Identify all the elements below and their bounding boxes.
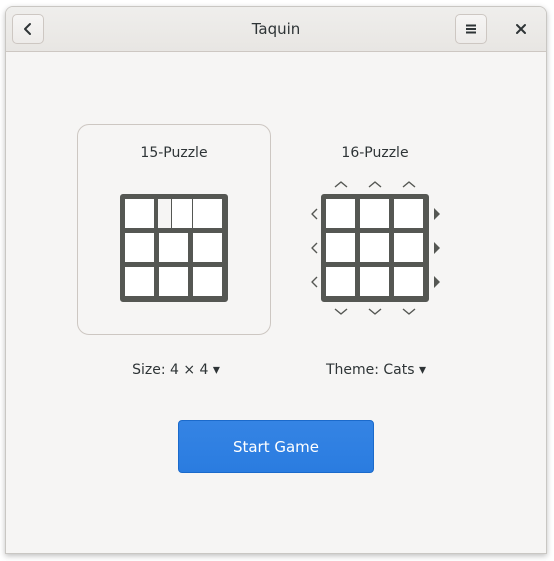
hamburger-menu-icon [466, 24, 476, 34]
shift-right-arrow-icon [434, 242, 440, 254]
puzzle-tile [393, 198, 424, 229]
start-game-button[interactable]: Start Game [178, 420, 374, 473]
puzzle-tile [359, 266, 390, 297]
shift-down-arrow-icon [402, 308, 416, 315]
puzzle-tile [124, 198, 155, 229]
puzzle-tile [192, 266, 223, 297]
puzzle-tile [325, 232, 356, 263]
puzzle-tile [124, 266, 155, 297]
main-menu-button[interactable] [455, 14, 487, 44]
puzzle-label-15: 15-Puzzle [140, 145, 208, 161]
puzzle-tile [124, 232, 155, 263]
shift-up-arrow-icon [368, 181, 382, 188]
puzzle-tile [158, 232, 189, 263]
shift-right-arrow-icon [434, 276, 440, 288]
headerbar: Taquin [6, 7, 546, 52]
puzzle-tile [325, 266, 356, 297]
shift-left-arrow-icon [311, 208, 318, 220]
shift-left-arrow-icon [311, 242, 318, 254]
chevron-left-icon [24, 23, 31, 35]
puzzle-label-16: 16-Puzzle [341, 145, 409, 161]
puzzle-preview-15 [120, 194, 228, 302]
puzzle-tile [359, 198, 390, 229]
shift-up-arrow-icon [402, 181, 416, 188]
back-button[interactable] [12, 14, 44, 44]
app-window: Taquin 15-Puzzle 16-Puzzle [5, 6, 547, 554]
puzzle-preview-16 [321, 194, 429, 302]
shift-up-arrow-icon [334, 181, 348, 188]
puzzle-tile [158, 266, 189, 297]
close-icon [516, 24, 526, 34]
puzzle-tile [359, 232, 390, 263]
window-title: Taquin [251, 20, 301, 38]
puzzle-tile [393, 266, 424, 297]
theme-dropdown[interactable]: Theme: Cats ▾ [325, 362, 427, 378]
puzzle-tile [325, 198, 356, 229]
shift-arrows [311, 181, 440, 315]
shift-down-arrow-icon [334, 308, 348, 315]
size-dropdown[interactable]: Size: 4 × 4 ▾ [132, 362, 220, 378]
puzzle-tile [192, 198, 223, 229]
puzzle-tile [192, 232, 223, 263]
close-button[interactable] [506, 14, 536, 44]
shift-left-arrow-icon [311, 276, 318, 288]
shift-right-arrow-icon [434, 208, 440, 220]
puzzle-tile [393, 232, 424, 263]
shift-down-arrow-icon [368, 308, 382, 315]
